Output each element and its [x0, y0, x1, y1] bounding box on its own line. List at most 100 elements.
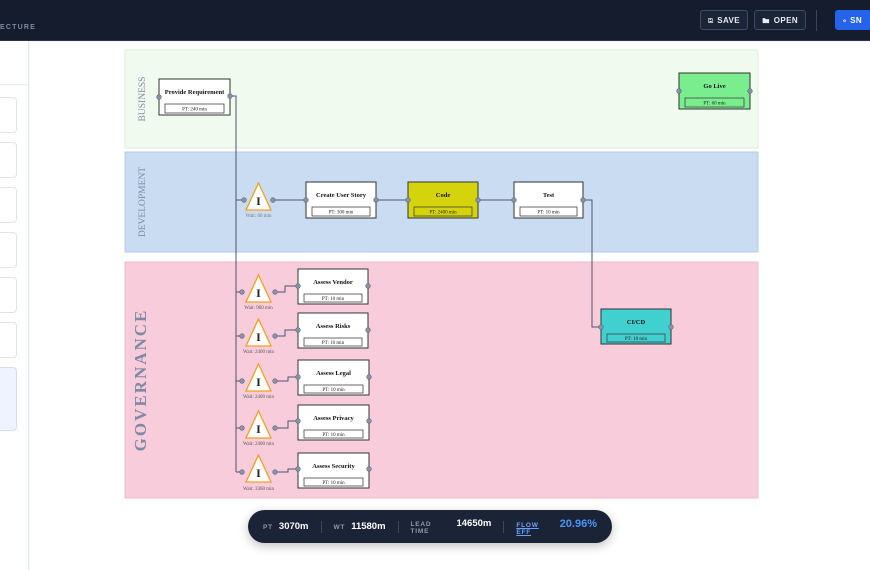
port[interactable] [598, 324, 604, 330]
port[interactable] [365, 327, 371, 333]
port[interactable] [239, 378, 245, 384]
inventory-wait: Wait: 2400 min [243, 395, 274, 400]
step-code[interactable]: Code PT: 2400 min [407, 181, 479, 219]
open-button[interactable]: OPEN [754, 10, 806, 30]
sidebar [0, 41, 29, 570]
metric-eff-label[interactable]: FLOW EFF [516, 521, 539, 536]
metric-lead-time: LEAD TIME 14650m [411, 518, 492, 535]
port[interactable] [270, 197, 276, 203]
port[interactable] [239, 469, 245, 475]
sidebar-card[interactable] [0, 277, 17, 313]
sidebar-card[interactable] [0, 322, 17, 358]
sidebar-card[interactable] [0, 97, 17, 133]
inventory-triangle-icon [244, 453, 273, 483]
inventory-wait: Wait: 2400 min [243, 442, 274, 447]
metric-divider [320, 520, 322, 533]
step-title: Assess Legal [316, 370, 351, 377]
lane-development-label: DEVELOPMENT [138, 167, 148, 237]
port[interactable] [295, 283, 301, 289]
snapshot-button[interactable]: SN [835, 10, 870, 30]
sidebar-card[interactable] [0, 142, 17, 178]
port[interactable] [239, 333, 245, 339]
step-go-live[interactable]: Go Live PT: 60 min [678, 72, 751, 110]
step-create-user-story[interactable]: Create User Story PT: 300 min [305, 181, 377, 219]
port[interactable] [295, 418, 301, 424]
inventory-wait-privacy[interactable]: I Wait: 2400 min [243, 409, 274, 447]
metric-divider [503, 520, 505, 533]
step-assess-privacy[interactable]: Assess Privacy PT: 10 min [297, 404, 370, 441]
port[interactable] [668, 324, 674, 330]
step-assess-security[interactable]: Assess Security PT: 10 min [297, 452, 370, 489]
port[interactable] [366, 466, 372, 472]
inventory-wait-vendor[interactable]: I Wait: 960 min [244, 273, 273, 311]
inventory-wait-legal[interactable]: I Wait: 2400 min [243, 362, 274, 400]
port[interactable] [475, 197, 481, 203]
step-title: Assess Vendor [313, 279, 353, 286]
folder-icon [762, 17, 770, 23]
inventory-triangle-icon [244, 409, 273, 439]
sidebar-card[interactable] [0, 232, 17, 268]
connector [275, 376, 298, 382]
step-test[interactable]: Test PT: 10 min [513, 181, 584, 219]
step-title: CI/CD [627, 319, 646, 326]
port[interactable] [156, 94, 162, 100]
inventory-symbol: I [256, 466, 261, 480]
port[interactable] [366, 374, 372, 380]
port[interactable] [303, 197, 309, 203]
port[interactable] [373, 197, 379, 203]
ports [156, 88, 753, 475]
inventory-wait-risks[interactable]: I Wait: 2400 min [243, 317, 274, 355]
port[interactable] [239, 289, 245, 295]
metric-wt: WT 11580m [333, 521, 385, 532]
step-assess-legal[interactable]: Assess Legal PT: 10 min [297, 359, 370, 396]
port[interactable] [272, 425, 278, 431]
inventory-wait-dev[interactable]: I Wait: 60 min [244, 181, 273, 219]
port[interactable] [295, 374, 301, 380]
step-pt-box [303, 429, 364, 439]
metric-flow-efficiency[interactable]: FLOW EFF 20.96% [516, 518, 597, 536]
port[interactable] [747, 88, 753, 94]
step-title: Provide Requirement [165, 89, 225, 96]
step-title: Assess Risks [316, 323, 351, 330]
metric-wt-value: 11580m [351, 521, 386, 532]
lane-governance: GOVERNANCE [124, 261, 759, 499]
step-assess-vendor[interactable]: Assess Vendor PT: 10 min [297, 268, 369, 305]
step-title: Create User Story [316, 192, 367, 199]
open-button-label: OPEN [773, 15, 798, 25]
metric-pt-label: PT [263, 524, 273, 531]
port[interactable] [365, 283, 371, 289]
port[interactable] [366, 418, 372, 424]
port[interactable] [272, 378, 278, 384]
inventory-wait-security[interactable]: I Wait: 3360 min [243, 453, 274, 492]
step-pt: PT: 10 min [322, 433, 345, 438]
port[interactable] [676, 88, 682, 94]
diagram-canvas[interactable]: BUSINESS DEVELOPMENT GOVERNANCE Provide … [30, 42, 870, 570]
inventory-triangle-icon [244, 362, 273, 392]
port[interactable] [511, 197, 517, 203]
port[interactable] [272, 469, 278, 475]
step-pt: PT: 60 min [703, 102, 726, 107]
save-button[interactable]: SAVE [700, 10, 748, 30]
port[interactable] [227, 93, 233, 99]
connector [275, 420, 298, 429]
step-assess-risks[interactable]: Assess Risks PT: 10 min [297, 312, 369, 349]
step-pt: PT: 2400 min [429, 211, 457, 216]
lane-governance-bg [124, 261, 759, 499]
step-pt-box [311, 206, 371, 217]
step-pt-box [519, 206, 578, 217]
port[interactable] [272, 289, 278, 295]
port[interactable] [295, 466, 301, 472]
port[interactable] [239, 425, 245, 431]
inventory-triangle-icon [244, 317, 273, 347]
connector [275, 468, 298, 473]
port[interactable] [580, 197, 586, 203]
sidebar-card-active[interactable] [0, 367, 17, 431]
sidebar-card[interactable] [0, 187, 17, 223]
port[interactable] [241, 197, 247, 203]
step-ci-cd[interactable]: CI/CD PT: 10 min [600, 308, 672, 345]
port[interactable] [405, 197, 411, 203]
step-pt-box [303, 293, 363, 303]
port[interactable] [295, 327, 301, 333]
step-provide-requirement[interactable]: Provide Requirement PT: 240 min [158, 78, 231, 116]
port[interactable] [272, 333, 278, 339]
